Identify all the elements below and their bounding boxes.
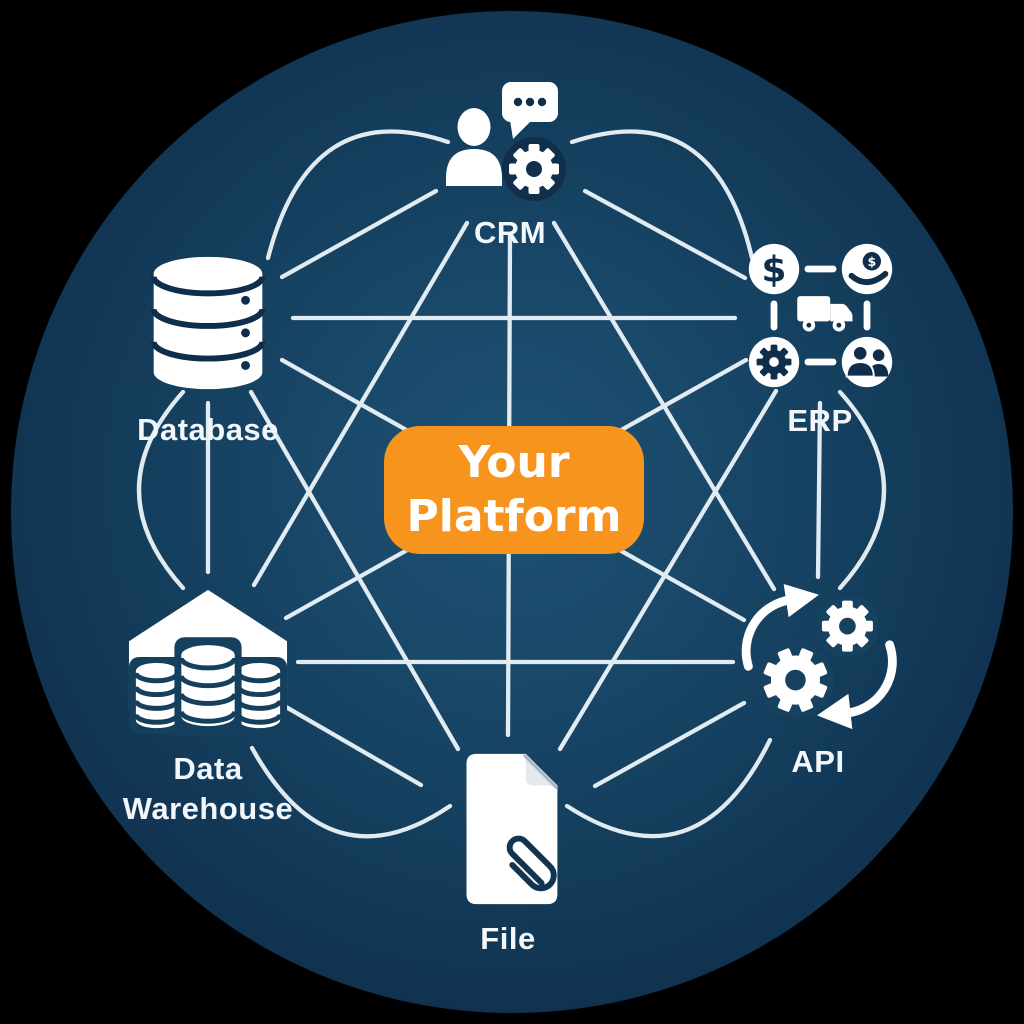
sync-arrow-bottom (817, 640, 897, 730)
svg-text:$: $ (761, 250, 786, 291)
database-cylinder-icon (150, 256, 266, 390)
arc-erp-api (837, 389, 887, 591)
node-crm: CRM (430, 80, 590, 253)
edge-warehouse-file (283, 704, 424, 788)
edge-database-file (248, 389, 461, 752)
center-platform-label: Your Platform (406, 437, 622, 542)
gears-sync-arrows-icon (741, 583, 897, 730)
node-label-file: File (480, 921, 536, 956)
module-connectors (770, 265, 870, 366)
edge-crm-erp (582, 188, 748, 281)
node-database: Database (123, 244, 293, 450)
node-label-crm: CRM (473, 215, 547, 250)
center-db-stack (174, 637, 242, 737)
center-platform-badge: Your Platform (384, 426, 644, 554)
gear-icon (502, 137, 566, 201)
sync-arrow-top (741, 583, 819, 671)
left-db-stack (128, 657, 185, 735)
warehouse-databases-icon (128, 589, 288, 737)
folded-corner (525, 753, 558, 786)
truck-icon (796, 296, 852, 332)
right-db-stack (231, 657, 288, 735)
node-api: API (728, 582, 908, 782)
node-label-erp: ERP (787, 403, 853, 438)
edge-api-file (592, 700, 747, 789)
node-label-data-warehouse: Data Warehouse (122, 751, 294, 826)
person-icon (446, 108, 502, 186)
edge-crm-database (279, 188, 439, 280)
dollar-circle-icon: $ (748, 243, 799, 295)
arc-api-file (564, 737, 773, 839)
svg-text:$: $ (867, 254, 876, 269)
edge-erp-api (815, 400, 823, 580)
paperclip-icon (506, 835, 557, 892)
node-label-database: Database (137, 412, 279, 447)
node-file: File (433, 748, 583, 959)
edge-erp-file (557, 388, 779, 752)
erp-modules-truck-icon: $ $ (748, 243, 892, 388)
arc-crm-erp (569, 129, 755, 261)
document-shape (466, 753, 558, 905)
person-chat-gear-icon (446, 82, 566, 201)
document-paperclip-icon (466, 753, 558, 905)
gear-circle-icon (748, 336, 799, 388)
node-data-warehouse: Data Warehouse (108, 578, 308, 828)
people-circle-icon (841, 336, 892, 388)
large-gear-icon (757, 641, 834, 719)
arc-warehouse-file (249, 745, 453, 839)
small-gear-icon (816, 594, 879, 658)
arc-database-warehouse (136, 389, 186, 591)
node-label-api: API (791, 744, 845, 779)
hand-coin-icon: $ (841, 243, 892, 295)
speech-bubble-icon (502, 82, 558, 139)
arc-database-crm (265, 129, 451, 261)
node-erp: $ $ (740, 238, 900, 441)
